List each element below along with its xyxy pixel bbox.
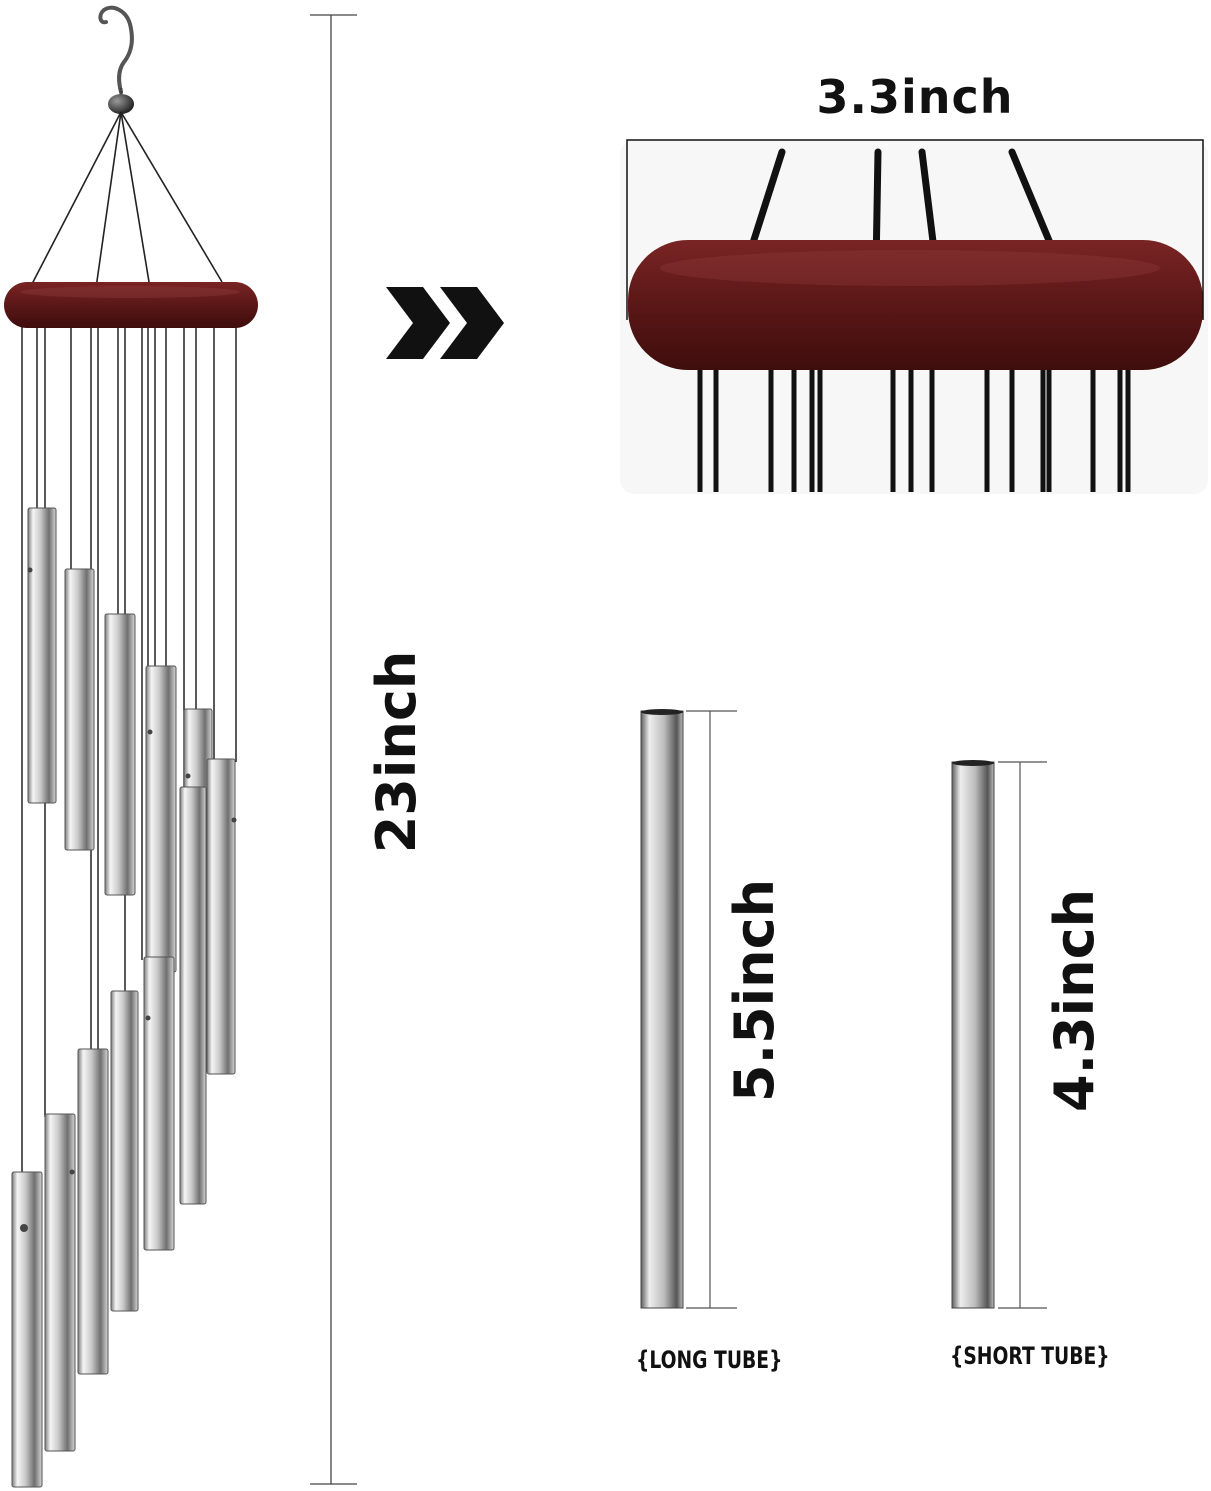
chime-tube	[77, 1048, 109, 1375]
long-tube	[640, 710, 684, 1309]
ring-width-label: 3.3inch	[816, 70, 1014, 124]
chime-tube	[143, 956, 175, 1251]
long-tube-length-label: 5.5inch	[723, 878, 786, 1102]
chime-tube	[145, 665, 177, 973]
short-tube-length-label: 4.3inch	[1043, 888, 1106, 1112]
hanging-strings	[31, 111, 223, 289]
short-tube	[951, 761, 995, 1309]
short-tube-caption: {SHORT TUBE}	[950, 1342, 1110, 1370]
long-tube-detail	[640, 709, 737, 1309]
ring-width-dimension	[626, 139, 1204, 320]
wooden-ring	[4, 282, 258, 328]
chime-tube	[27, 507, 57, 804]
double-chevron-right-icon	[386, 287, 504, 359]
chime-tube	[104, 613, 136, 896]
short-tube-detail	[951, 760, 1047, 1309]
wind-chime-full	[4, 5, 258, 1488]
chime-tubes	[11, 507, 236, 1488]
closeup-tube-strings	[697, 360, 1131, 492]
long-tube-caption: {LONG TUBE}	[636, 1346, 783, 1374]
chime-tube	[11, 1171, 43, 1488]
bead-icon	[108, 94, 134, 114]
ring-closeup	[620, 140, 1208, 494]
chime-tube	[110, 990, 139, 1312]
chime-tube	[206, 758, 236, 1075]
chime-tube	[64, 568, 95, 851]
long-tube-dimension	[686, 710, 737, 1309]
total-height-label: 23inch	[365, 650, 428, 854]
chime-tube	[44, 1113, 76, 1452]
chime-tube	[179, 786, 207, 1205]
wooden-ring-closeup	[628, 240, 1203, 370]
short-tube-dimension	[998, 761, 1047, 1309]
hook-icon	[98, 5, 134, 94]
height-dimension	[310, 14, 357, 1485]
